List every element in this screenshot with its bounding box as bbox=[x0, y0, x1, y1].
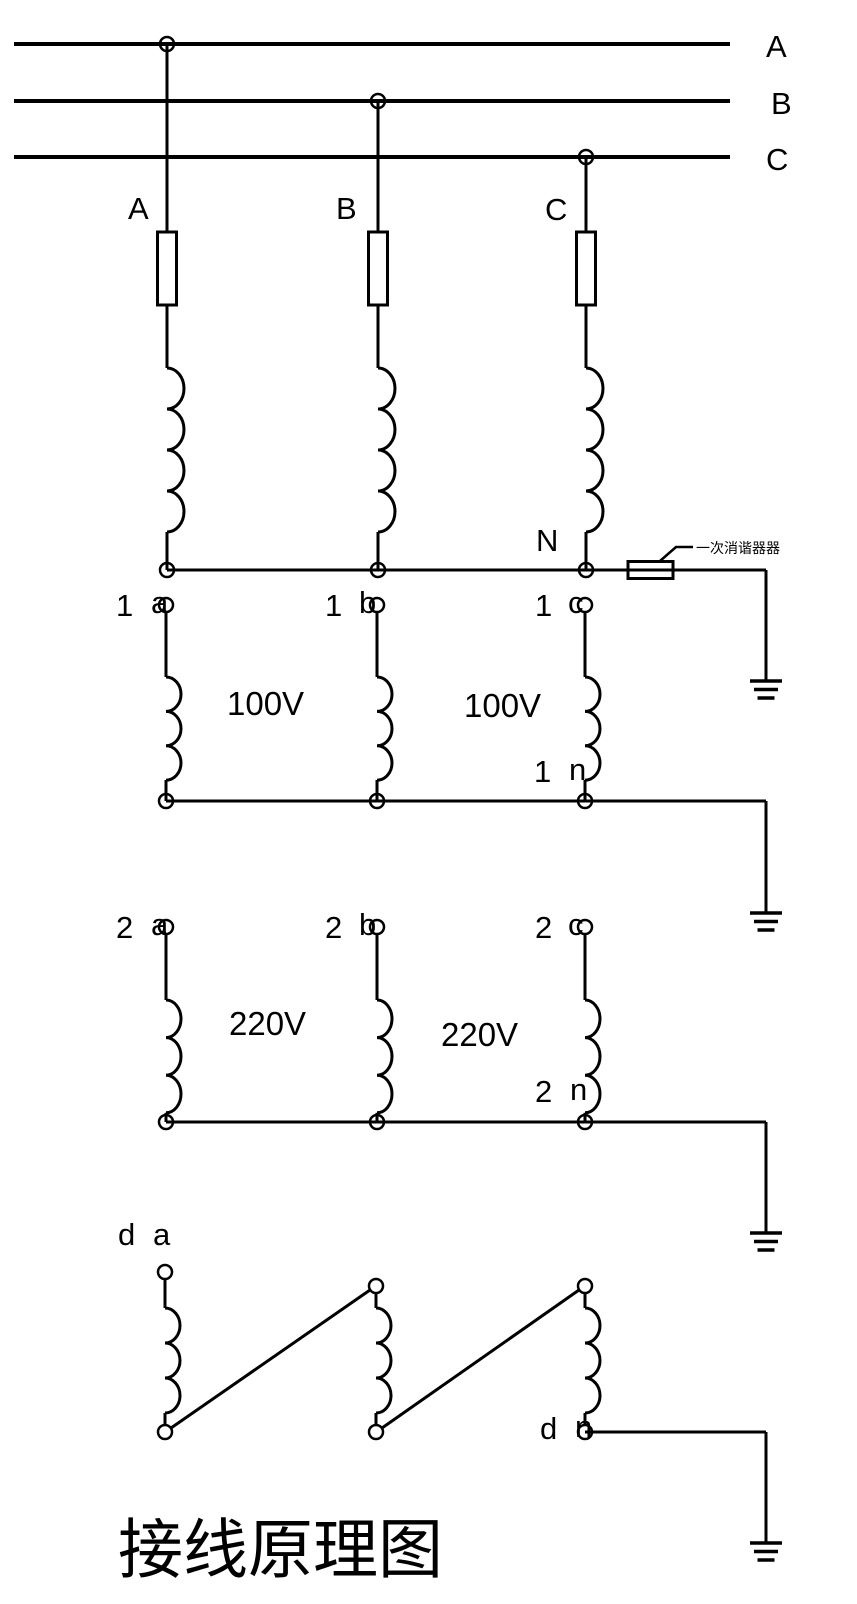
w1-voltage-right-label: 100V bbox=[464, 687, 541, 724]
w2-voltage-left-label: 220V bbox=[229, 1005, 306, 1042]
diagram-title: 接线原理图 bbox=[118, 1513, 443, 1588]
wd-start-num-label: d bbox=[118, 1217, 135, 1252]
w2-n-letter-label: n bbox=[570, 1072, 587, 1107]
w1-c-num-label: 1 bbox=[535, 588, 552, 623]
wd-coil-b bbox=[374, 1306, 393, 1415]
w1-coil-b bbox=[375, 675, 394, 782]
neutral-node-a bbox=[158, 561, 176, 579]
wd-a-bottom-node bbox=[156, 1423, 174, 1441]
wd-a-top-node bbox=[156, 1263, 174, 1281]
w2-b-bottom-node bbox=[368, 1113, 386, 1131]
wd-c-top-node bbox=[576, 1277, 594, 1295]
wd-b-bottom-node bbox=[367, 1423, 385, 1441]
w1-b-letter-label: b bbox=[359, 585, 376, 620]
w2-n-bottom-node bbox=[576, 1113, 594, 1131]
wd-coil-c bbox=[583, 1306, 602, 1415]
phase-b-label: B bbox=[336, 191, 357, 226]
fuse-b bbox=[367, 230, 389, 307]
w2-b-letter-label: b bbox=[359, 907, 376, 942]
w1-a-num-label: 1 bbox=[116, 588, 133, 623]
neutral-node-b bbox=[369, 561, 387, 579]
phase-c-label: C bbox=[545, 192, 567, 227]
neutral-n-label: N bbox=[536, 523, 558, 558]
busbars: A B C bbox=[14, 29, 792, 177]
w1-n-letter-label: n bbox=[569, 752, 586, 787]
w2-a-num-label: 2 bbox=[116, 910, 133, 945]
w1-n-num-label: 1 bbox=[534, 754, 551, 789]
w2-n-num-label: 2 bbox=[535, 1074, 552, 1109]
ground-symbol-100v bbox=[748, 911, 784, 932]
w1-c-letter-label: c bbox=[568, 585, 584, 620]
w2-voltage-right-label: 220V bbox=[441, 1016, 518, 1053]
winding-220v-group: 2 a 2 b 2 c 220V 220V 2 n bbox=[116, 907, 784, 1252]
wd-start-letter-label: a bbox=[153, 1217, 171, 1252]
w2-coil-a bbox=[164, 998, 183, 1115]
harmonic-eliminator-box bbox=[626, 560, 675, 580]
fuse-c bbox=[575, 230, 597, 307]
bus-b-label: B bbox=[771, 86, 792, 121]
winding-100v-group: 1 a 1 b 1 c 100V 100V 1 n bbox=[116, 585, 784, 932]
primary-coil-b bbox=[376, 366, 397, 534]
w2-c-num-label: 2 bbox=[535, 910, 552, 945]
wd-coil-a bbox=[163, 1306, 182, 1415]
bus-c-label: C bbox=[766, 142, 788, 177]
w1-a-bottom-node bbox=[157, 792, 175, 810]
w1-voltage-left-label: 100V bbox=[227, 685, 304, 722]
w2-a-bottom-node bbox=[157, 1113, 175, 1131]
ground-symbol-220v bbox=[748, 1231, 784, 1252]
wd-b-top-node bbox=[367, 1277, 385, 1295]
wd-end-num-label: d bbox=[540, 1411, 557, 1446]
harmonic-eliminator-leader-line bbox=[659, 545, 693, 562]
harmonic-eliminator-label: 一次消谐器器 bbox=[696, 540, 780, 556]
w2-b-num-label: 2 bbox=[325, 910, 342, 945]
primary-branch-b: B bbox=[336, 101, 397, 570]
w1-b-num-label: 1 bbox=[325, 588, 342, 623]
primary-branch-a: A bbox=[128, 44, 186, 570]
wd-series-link-line-1 bbox=[170, 1288, 371, 1430]
w1-n-bottom-node bbox=[576, 792, 594, 810]
wd-end-letter-label: n bbox=[575, 1409, 592, 1444]
wd-series-link-line-2 bbox=[381, 1288, 580, 1430]
w1-coil-a bbox=[164, 675, 183, 782]
w1-b-bottom-node bbox=[368, 792, 386, 810]
primary-coil-a bbox=[165, 366, 186, 534]
w2-coil-c bbox=[583, 998, 602, 1115]
ground-symbol-delta bbox=[748, 1541, 784, 1562]
bus-a-label: A bbox=[766, 29, 787, 64]
w2-coil-b bbox=[375, 998, 394, 1115]
winding-delta-group: d a d n bbox=[118, 1217, 784, 1562]
primary-branch-c: C bbox=[545, 157, 605, 570]
ground-symbol-primary bbox=[748, 679, 784, 700]
fuse-a bbox=[156, 230, 178, 307]
primary-neutral: N 一次消谐器器 bbox=[158, 523, 784, 700]
neutral-node-c bbox=[577, 561, 595, 579]
phase-a-label: A bbox=[128, 191, 149, 226]
primary-coil-c bbox=[584, 366, 605, 534]
w1-coil-c bbox=[583, 675, 602, 782]
w2-c-letter-label: c bbox=[568, 907, 584, 942]
